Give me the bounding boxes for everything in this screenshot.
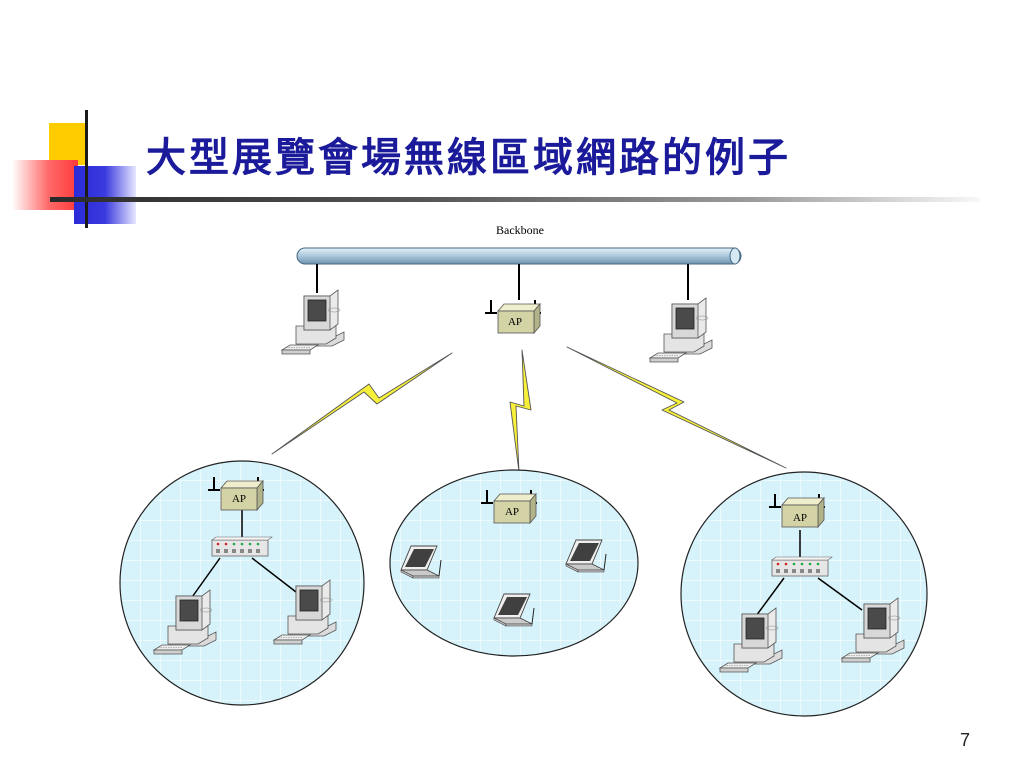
- ap-label: AP: [232, 493, 246, 505]
- wlan-cell-right: AP: [680, 471, 928, 717]
- wireless-links: [271, 346, 787, 473]
- desktop-computer-icon: [649, 297, 713, 363]
- ap-label: AP: [508, 316, 522, 328]
- decor-blue-gradient-block: [74, 166, 136, 224]
- lightning-bolt-icon: [566, 346, 787, 469]
- backbone-drops: [316, 264, 689, 300]
- page-number: 7: [959, 730, 970, 750]
- backbone: [296, 247, 742, 265]
- decor-vertical-line: [85, 110, 88, 228]
- title-underline: [50, 197, 980, 202]
- hub-icon: [211, 536, 273, 557]
- wlan-cell-left: AP: [119, 460, 365, 706]
- slide-title: 大型展覽會場無線區域網路的例子: [146, 134, 791, 181]
- desktop-computer-icon: [281, 289, 345, 355]
- ap-label: AP: [793, 512, 807, 524]
- decor-yellow-square: [49, 123, 85, 165]
- lightning-bolt-icon: [271, 352, 453, 455]
- backbone-label: Backbone: [496, 223, 544, 237]
- lightning-bolt-icon: [509, 349, 532, 473]
- ap-label: AP: [505, 506, 519, 518]
- wlan-cell-middle: AP: [389, 469, 639, 657]
- hub-icon: [771, 556, 833, 577]
